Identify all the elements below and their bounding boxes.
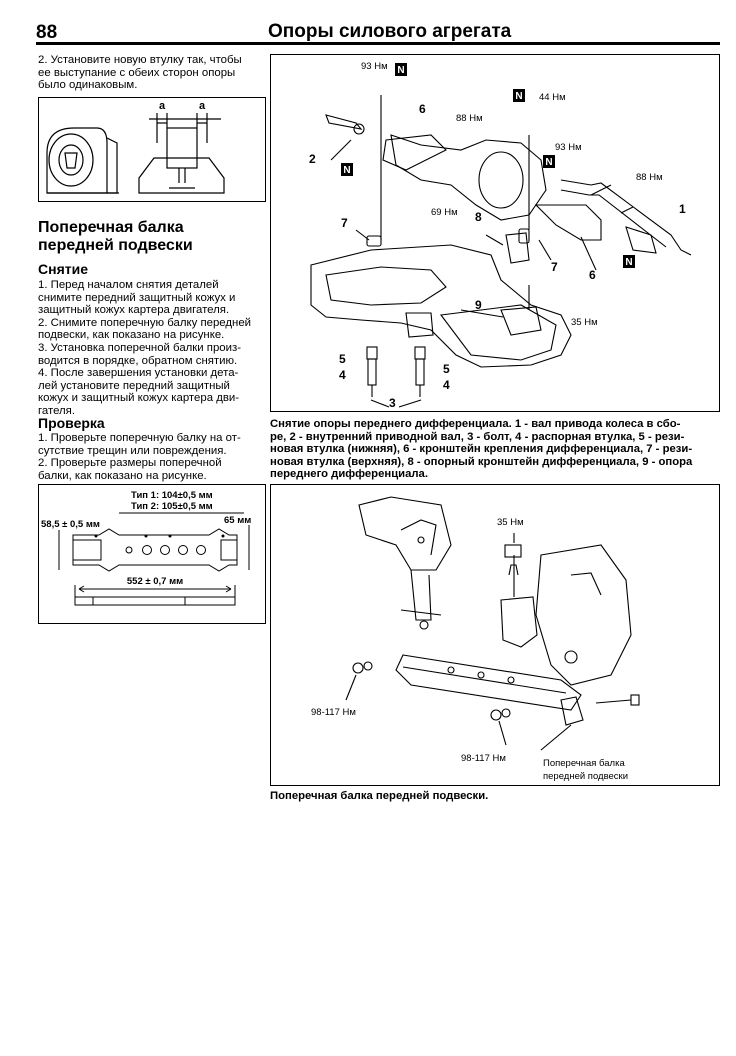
svg-text:N: N: [545, 157, 552, 168]
crossmember-illustration: 35 Нм 98-117 Нм 98-117 Нм Поперечная бал…: [311, 496, 640, 782]
length-dimension-label: 552 ± 0,7 мм: [127, 576, 183, 587]
beam-dimensions-figure: Тип 1: 104±0,5 мм Тип 2: 105±0,5 мм 58,5…: [38, 484, 266, 624]
torque-labels: 93 Нм 88 Нм 44 Нм 93 Нм 88 Нм 69 Нм 35 Н…: [361, 61, 663, 328]
svg-text:6: 6: [589, 268, 596, 282]
svg-text:7: 7: [341, 216, 348, 230]
svg-text:N: N: [515, 91, 522, 102]
svg-text:6: 6: [419, 102, 426, 116]
page-title: Опоры силового агрегата: [268, 21, 512, 42]
part-number-labels: 1 2 3 4 4 5 5 6 6 7 7 8 9: [309, 102, 686, 410]
svg-text:3: 3: [389, 396, 396, 410]
beam-dimensions-drawing: Тип 1: 104±0,5 мм Тип 2: 105±0,5 мм 58,5…: [41, 490, 251, 606]
check-text: 1. Проверьте поперечную балку на от- сут…: [38, 432, 241, 482]
removal-heading: Снятие: [38, 261, 88, 277]
svg-text:93 Нм: 93 Нм: [555, 142, 582, 153]
crossmember-labels: 35 Нм 98-117 Нм 98-117 Нм Поперечная бал…: [311, 517, 628, 782]
figure-caption-differential: Снятие опоры переднего дифференциала. 1 …: [270, 418, 693, 481]
svg-text:7: 7: [551, 260, 558, 274]
bushing-figure: a a: [38, 97, 266, 202]
svg-text:93 Нм: 93 Нм: [361, 61, 388, 72]
svg-text:98-117 Нм: 98-117 Нм: [461, 753, 506, 764]
differential-mount-figure: N N N N N 93 Нм 88 Нм 44 Нм 93 Нм 88 Нм …: [270, 54, 720, 412]
svg-text:2: 2: [309, 152, 316, 166]
section-title: Поперечная балка передней подвески: [38, 219, 193, 254]
svg-text:88 Нм: 88 Нм: [636, 172, 663, 183]
svg-text:1: 1: [679, 202, 686, 216]
page-number: 88: [36, 22, 58, 43]
svg-text:98-117 Нм: 98-117 Нм: [311, 707, 356, 718]
differential-mount-illustration: N N N N N 93 Нм 88 Нм 44 Нм 93 Нм 88 Нм …: [309, 61, 692, 410]
svg-text:5: 5: [443, 362, 450, 376]
svg-text:передней подвески: передней подвески: [543, 771, 628, 782]
removal-text: 1. Перед началом снятия деталей снимите …: [38, 279, 252, 417]
type1-label: Тип 1: 104±0,5 мм: [131, 490, 213, 501]
svg-text:N: N: [343, 165, 350, 176]
svg-text:9: 9: [475, 298, 482, 312]
svg-text:4: 4: [443, 378, 450, 392]
dimension-a-left: a: [159, 100, 166, 112]
new-part-badges: N N N N N: [341, 63, 635, 268]
dimension-a-right: a: [199, 100, 206, 112]
svg-text:Поперечная балка: Поперечная балка: [543, 758, 625, 769]
svg-text:35 Нм: 35 Нм: [497, 517, 524, 528]
svg-text:5: 5: [339, 352, 346, 366]
check-heading: Проверка: [38, 415, 105, 431]
left-dimension-label: 58,5 ± 0,5 мм: [41, 519, 100, 530]
header-rule: [36, 42, 720, 45]
type2-label: Тип 2: 105±0,5 мм: [131, 501, 213, 512]
svg-text:44 Нм: 44 Нм: [539, 92, 566, 103]
right-dimension-label: 65 мм: [224, 515, 251, 526]
bushing-illustration: a a: [46, 100, 225, 194]
svg-text:35 Нм: 35 Нм: [571, 317, 598, 328]
intro-text: 2. Установите новую втулку так, чтобы ее…: [38, 54, 242, 92]
svg-text:8: 8: [475, 210, 482, 224]
svg-text:N: N: [625, 257, 632, 268]
svg-text:88 Нм: 88 Нм: [456, 113, 483, 124]
svg-text:4: 4: [339, 368, 346, 382]
svg-text:N: N: [397, 65, 404, 76]
crossmember-figure: 35 Нм 98-117 Нм 98-117 Нм Поперечная бал…: [270, 484, 720, 786]
figure-caption-crossmember: Поперечная балка передней подвески.: [270, 790, 489, 802]
svg-text:69 Нм: 69 Нм: [431, 207, 458, 218]
